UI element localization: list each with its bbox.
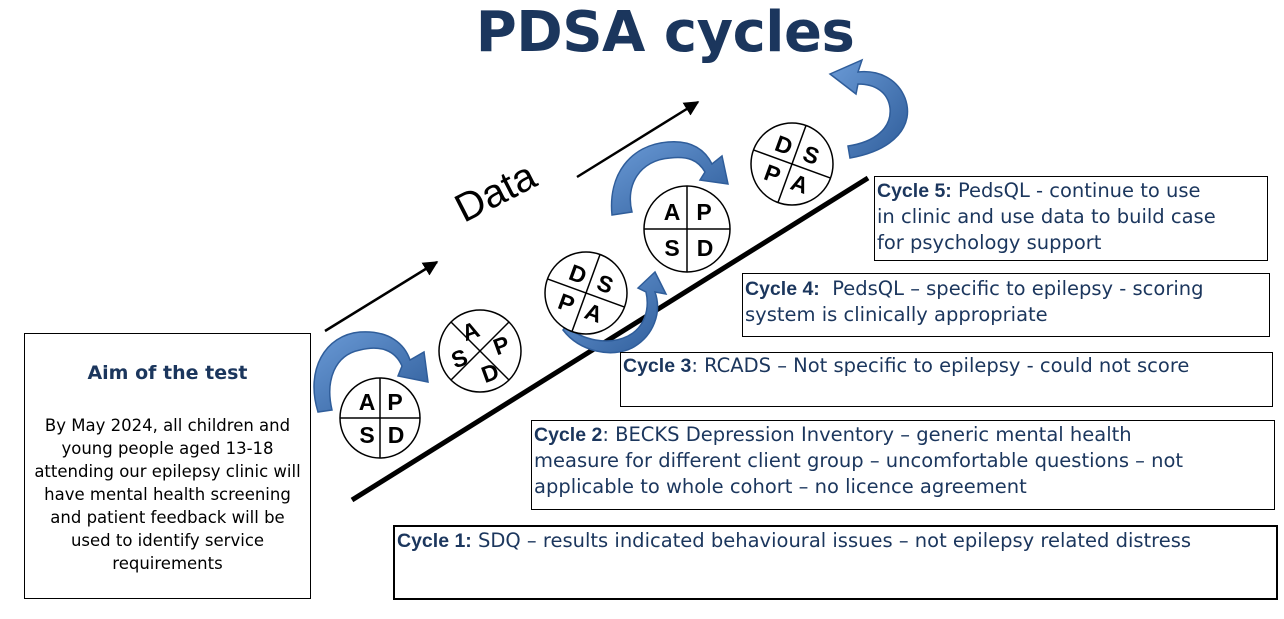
wheel-4-letter-1: A <box>664 199 681 225</box>
curved-arrow-4 <box>828 58 909 159</box>
aim-title: Aim of the test <box>87 362 248 384</box>
progress-ramp-line <box>350 175 870 503</box>
cycle-1-label: Cycle 1: <box>397 530 472 552</box>
data-arrow-lower <box>324 260 439 333</box>
pdsa-wheel-4: A P S D <box>643 185 731 273</box>
cycle-2-line-1: : BECKS Depression Inventory – generic m… <box>602 423 1132 446</box>
wheel-1-letter-1: A <box>359 389 376 415</box>
cycle-5-line-2: in clinic and use data to build case <box>877 205 1216 228</box>
cycle-2-line-3: applicable to whole cohort – no licence … <box>534 475 1027 498</box>
cycle-3-label: Cycle 3 <box>623 355 692 377</box>
wheel-1-letter-3: S <box>359 422 374 448</box>
pdsa-wheel-5: D S P A <box>750 122 834 206</box>
cycle-1-box: Cycle 1: SDQ – results indicated behavio… <box>393 525 1278 600</box>
cycle-2-line-2: measure for different client group – unc… <box>534 449 1184 472</box>
page-title: PDSA cycles <box>475 0 855 65</box>
cycle-4-label: Cycle 4: <box>745 278 820 300</box>
cycle-5-label: Cycle 5: <box>877 180 952 202</box>
wheel-1-letter-2: P <box>387 389 402 415</box>
wheel-1-letter-4: D <box>388 422 405 448</box>
curved-arrow-2 <box>562 270 668 354</box>
pdsa-wheel-1: A P S D <box>339 377 421 459</box>
cycle-3-line-1: : RCADS – Not specific to epilepsy - cou… <box>691 354 1190 377</box>
aim-text: By May 2024, all children and young peop… <box>34 416 301 573</box>
cycle-4-box: Cycle 4: PedsQL – specific to epilepsy -… <box>742 273 1270 337</box>
cycle-4-line-2: system is clinically appropriate <box>745 303 1048 326</box>
curved-arrow-1 <box>313 331 429 413</box>
wheel-4-letter-2: P <box>696 199 711 225</box>
curved-arrow-3 <box>610 141 729 216</box>
cycle-4-line-1: PedsQL – specific to epilepsy - scoring <box>819 277 1204 300</box>
cycle-5-line-1: PedsQL - continue to use <box>951 179 1201 202</box>
cycle-2-box: Cycle 2: BECKS Depression Inventory – ge… <box>531 420 1275 510</box>
pdsa-wheel-2: A P S D <box>438 309 522 393</box>
cycle-5-box: Cycle 5: PedsQL - continue to use in cli… <box>874 176 1268 261</box>
cycle-1-line-1: SDQ – results indicated behavioural issu… <box>471 529 1192 552</box>
wheel-4-letter-4: D <box>697 235 714 261</box>
wheel-4-letter-3: S <box>664 235 679 261</box>
cycle-3-box: Cycle 3: RCADS – Not specific to epileps… <box>620 352 1273 407</box>
pdsa-wheel-3: D S P A <box>544 251 628 335</box>
cycle-2-label: Cycle 2 <box>534 424 603 446</box>
cycle-5-line-3: for psychology support <box>877 231 1102 254</box>
aim-box: Aim of the test By May 2024, all childre… <box>24 333 311 599</box>
data-arrow-upper <box>576 100 700 179</box>
